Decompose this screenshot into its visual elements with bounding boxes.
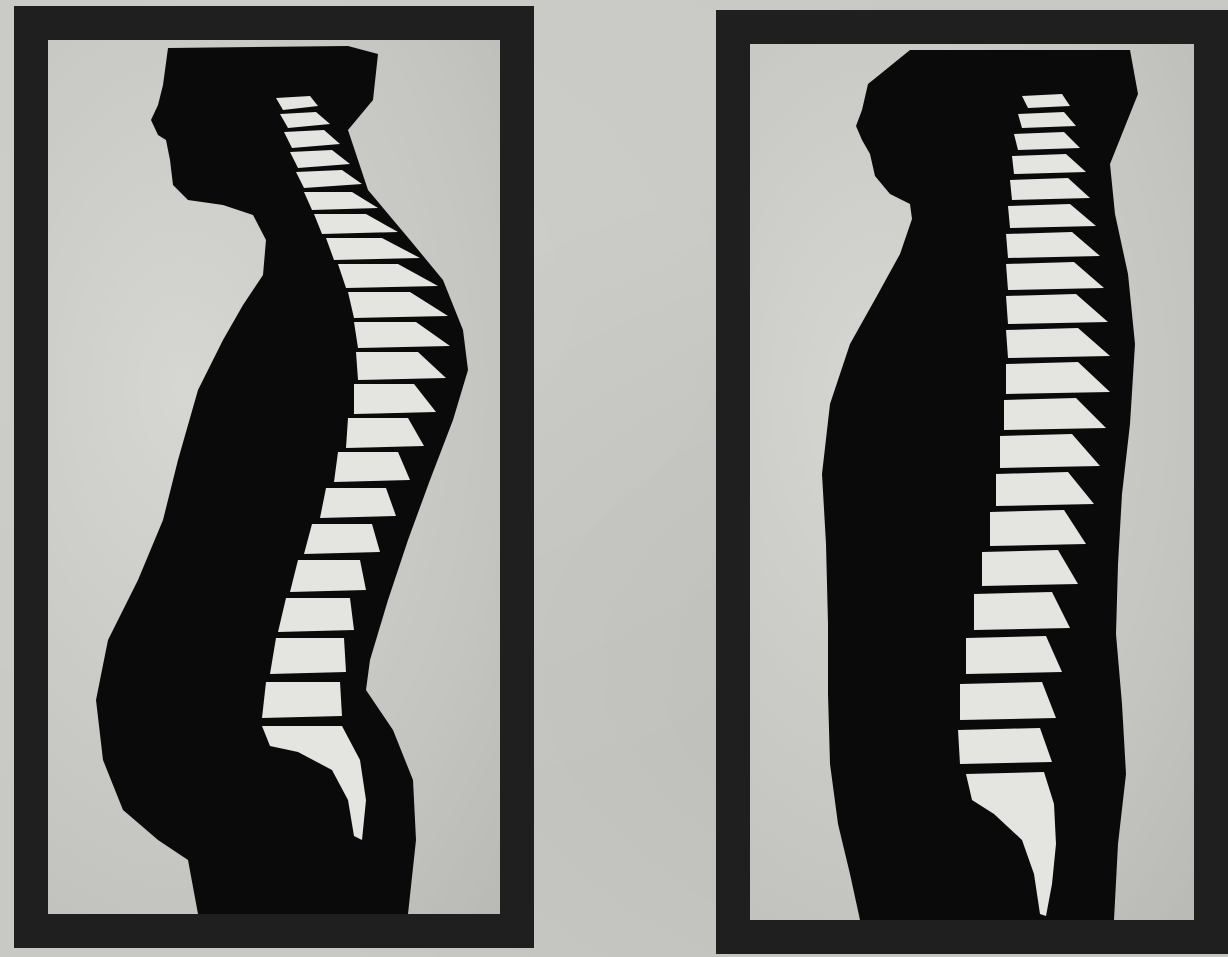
left-picture-frame bbox=[14, 6, 534, 948]
upright-silhouette bbox=[750, 44, 1194, 920]
slouched-silhouette bbox=[48, 40, 500, 914]
right-picture-frame bbox=[716, 10, 1228, 954]
right-panel bbox=[750, 44, 1194, 920]
left-body-silhouette bbox=[96, 46, 468, 914]
left-panel bbox=[48, 40, 500, 914]
